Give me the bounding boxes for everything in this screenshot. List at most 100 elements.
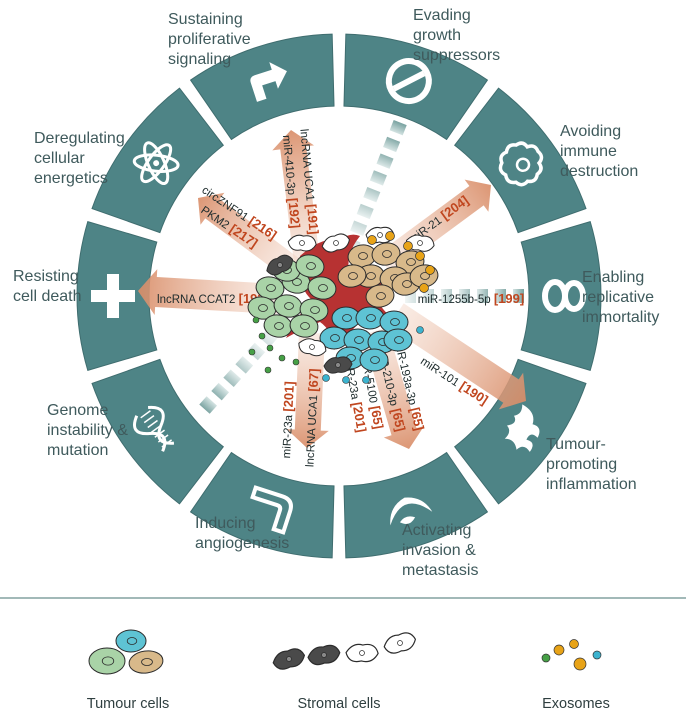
hallmark-label-line: cell death	[13, 288, 82, 305]
hallmark-label-line: instability &	[47, 422, 128, 439]
arrow-to-cell-death	[138, 269, 279, 315]
exosome-orange	[385, 231, 395, 241]
hallmark-label-line: Activating	[402, 522, 471, 539]
hallmark-panel-immortality	[520, 220, 602, 372]
arrow-to-immortality	[405, 289, 524, 303]
cell-nucleus	[348, 272, 358, 280]
legend-cell-tan	[128, 650, 164, 674]
arrow-label-a6: miR-1255b-5p [199]	[418, 291, 524, 306]
hallmark-label-line: replicative	[582, 289, 654, 306]
cell-nucleus	[333, 240, 339, 246]
legend-cell-blue	[115, 629, 147, 653]
arrow-label-text: miR-23a	[281, 411, 295, 458]
hallmark-icons	[91, 58, 586, 535]
cell-nucleus	[406, 258, 416, 266]
exosome-green	[266, 344, 274, 352]
hallmark-panel-invasion	[343, 451, 489, 559]
reference-citation: [201]	[280, 381, 297, 412]
cell-nucleus	[141, 658, 153, 666]
arrow-to-genome	[199, 329, 278, 414]
cell-nucleus	[300, 322, 310, 330]
hallmark-label-line: destruction	[560, 163, 638, 180]
cell-nucleus	[309, 344, 315, 350]
cell-nucleus	[299, 240, 305, 246]
arrow-to-angiogenesis	[286, 332, 329, 449]
cell-nucleus	[342, 314, 352, 322]
cell-nucleus	[402, 280, 412, 288]
arrow-label-text: miR-1255b-5p	[418, 294, 494, 306]
cell-nucleus	[358, 252, 368, 260]
legend-tumour-label: Tumour cells	[87, 696, 169, 712]
cell-nucleus	[382, 250, 392, 258]
exosome-orange	[419, 283, 429, 293]
arrow-label-text: lncRNA UCA1	[304, 391, 320, 467]
legend-exosome	[541, 653, 551, 663]
legend-stromal-cells-icon	[272, 632, 417, 670]
reference-citation: [67]	[305, 368, 321, 392]
hallmark-label-angiogenesis: Inducing angiogenesis	[195, 515, 289, 552]
tumour-cell-green	[289, 314, 319, 338]
hallmark-label-line: proliferative	[168, 31, 251, 48]
tumour-cell-green	[295, 254, 325, 278]
cell-nucleus	[321, 652, 327, 658]
dna-icon	[133, 405, 175, 452]
hallmark-label-proliferative: Sustaining proliferative signaling	[168, 11, 251, 68]
arrow-label-text: miR-410-3p	[280, 135, 297, 199]
hallmark-label-line: angiogenesis	[195, 535, 289, 552]
cell-nucleus	[366, 272, 376, 280]
hallmark-label-line: Sustaining	[168, 11, 243, 28]
hallmark-label-line: Inducing	[195, 515, 256, 532]
legend-exosome	[573, 657, 587, 671]
exosome-blue	[322, 374, 330, 382]
cell-nucleus	[286, 656, 292, 662]
tumour-cell-tan	[371, 242, 401, 266]
prohibited-icon	[385, 58, 432, 105]
cell-nucleus	[394, 336, 404, 344]
arrow-to-immune	[376, 179, 492, 274]
cell-nucleus	[318, 284, 328, 292]
cell-nucleus	[370, 356, 380, 364]
hallmark-label-line: Genome	[47, 402, 108, 419]
hallmark-label-line: Enabling	[582, 269, 644, 286]
hallmark-label-line: immune	[560, 143, 617, 160]
exosome-orange	[415, 251, 425, 261]
tumour-cell-blue	[359, 348, 389, 372]
reference-citation: [192]	[285, 197, 303, 229]
hallmark-label-line: suppressors	[413, 47, 500, 64]
cell-nucleus	[417, 240, 423, 246]
cell-nucleus	[284, 302, 294, 310]
legend-exosome	[569, 639, 579, 649]
reference-citation: [65]	[389, 407, 409, 433]
hallmark-label-line: Tumour-	[546, 436, 606, 453]
arrow-label-text: lncRNA CCAT2	[157, 294, 239, 306]
exosome-green	[258, 332, 266, 340]
cell-nucleus	[266, 284, 276, 292]
legend-exosomes-label: Exosomes	[542, 696, 610, 712]
tumour-cell-blue	[355, 306, 385, 330]
arrow-to-energetics	[197, 192, 300, 278]
exosome-green	[252, 316, 260, 324]
hallmark-label-line: signaling	[168, 51, 231, 68]
exosome-blue	[342, 376, 350, 384]
hallmark-label-line: inflammation	[546, 476, 637, 493]
cell-nucleus	[359, 650, 365, 656]
tumour-cell-tan	[365, 284, 395, 308]
hallmark-panel-angiogenesis	[189, 451, 335, 559]
cell-nucleus	[306, 262, 316, 270]
exosome-blue	[362, 376, 370, 384]
cell-nucleus	[274, 322, 284, 330]
exosome-orange	[403, 241, 413, 251]
legend: Tumour cells Stromal cells Exosomes	[87, 629, 610, 712]
exosome-orange	[425, 265, 435, 275]
hallmark-label-line: Deregulating	[34, 130, 125, 147]
exosome-orange	[367, 235, 377, 245]
reference-citation: [201]	[349, 401, 369, 434]
cell-nucleus	[335, 362, 341, 368]
hallmark-label-line: Avoiding	[560, 123, 621, 140]
